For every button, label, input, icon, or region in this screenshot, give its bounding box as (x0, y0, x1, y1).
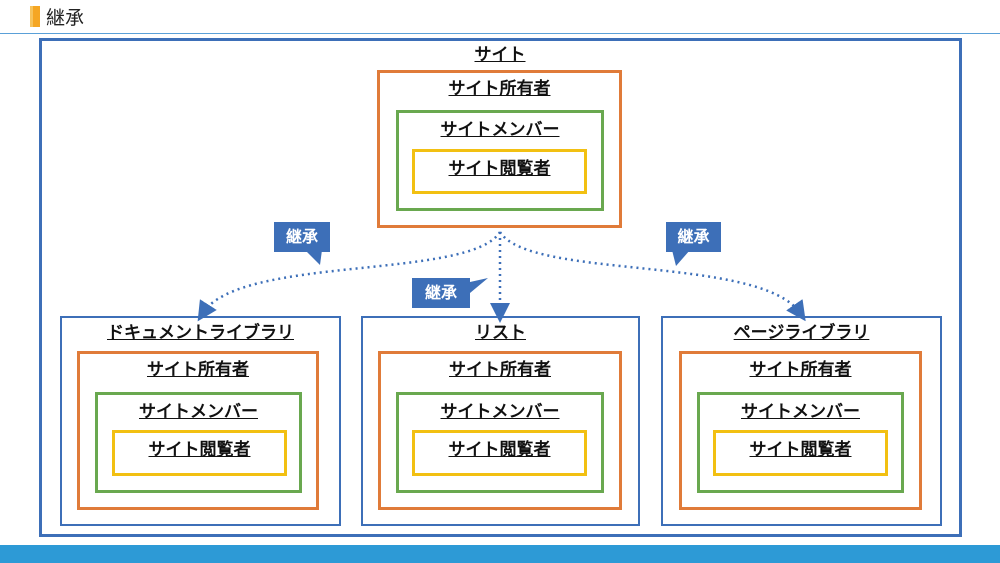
viewer-label: サイト閲覧者 (448, 440, 551, 460)
list-viewer-box: サイト閲覧者 (412, 430, 587, 476)
member-label: サイトメンバー (440, 402, 560, 422)
callout-tail-center (470, 278, 488, 293)
site-frame (39, 38, 962, 537)
viewer-label: サイト閲覧者 (448, 159, 551, 179)
site-label: サイト (474, 45, 526, 65)
doclib-member-box: サイトメンバー (95, 392, 302, 493)
page-title: 継承 (46, 7, 85, 29)
title-bar: 継承 (0, 0, 1000, 34)
connector-to-page-library (498, 231, 806, 322)
member-label: サイトメンバー (139, 402, 258, 422)
viewer-label: サイト閲覧者 (148, 440, 251, 460)
owner-label: サイト所有者 (147, 360, 249, 380)
doclib-viewer-box: サイト閲覧者 (112, 430, 287, 476)
inherit-callout-center: 継承 (412, 278, 470, 308)
callout-tail-left (305, 250, 322, 265)
doclib-owner-box: サイト所有者 (77, 351, 319, 510)
viewer-label: サイト閲覧者 (749, 440, 852, 460)
document-library-label: ドキュメントライブラリ (107, 323, 294, 343)
pagelib-member-box: サイトメンバー (697, 392, 904, 493)
footer-bar (0, 545, 1000, 563)
callout-tail-right (672, 250, 690, 266)
owner-label: サイト所有者 (749, 360, 852, 380)
list-owner-box: サイト所有者 (378, 351, 622, 510)
title-divider (0, 33, 1000, 34)
site-owner-box: サイト所有者 (377, 70, 622, 228)
inherit-callout-left: 継承 (274, 222, 330, 252)
owner-label: サイト所有者 (449, 360, 551, 380)
owner-label: サイト所有者 (448, 79, 551, 99)
list-label: リスト (475, 323, 526, 343)
title-accent-bar (30, 6, 40, 27)
list-member-box: サイトメンバー (396, 392, 604, 493)
pagelib-viewer-box: サイト閲覧者 (713, 430, 888, 476)
connector-to-document-library (197, 231, 502, 322)
page-library-label: ページライブラリ (733, 323, 870, 343)
member-label: サイトメンバー (440, 120, 560, 140)
member-label: サイトメンバー (741, 402, 860, 422)
pagelib-owner-box: サイト所有者 (679, 351, 922, 510)
inherit-callout-right: 継承 (666, 222, 721, 252)
site-viewer-box: サイト閲覧者 (412, 149, 587, 194)
site-member-box: サイトメンバー (396, 110, 604, 211)
